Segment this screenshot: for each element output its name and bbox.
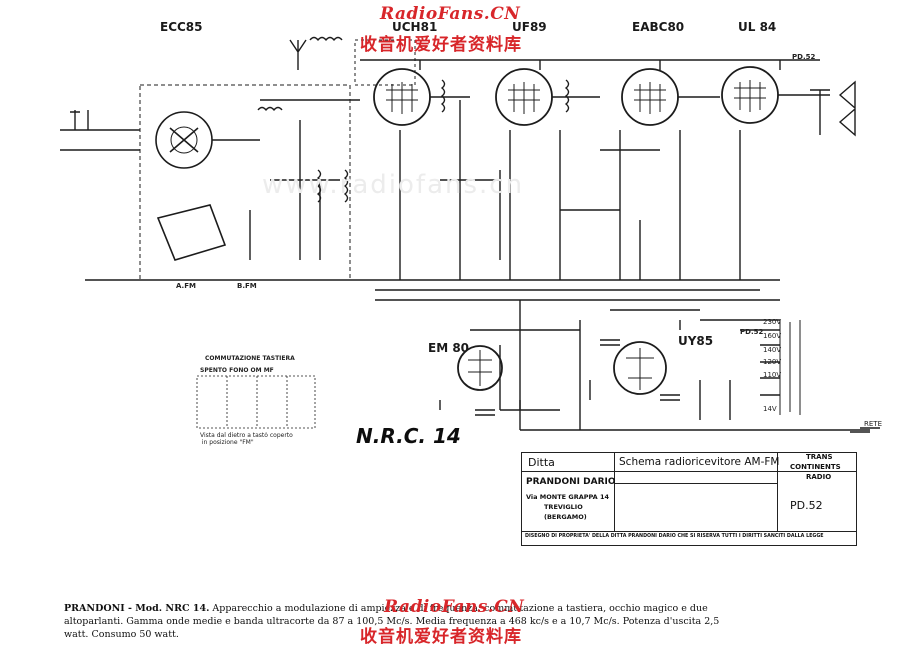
company-address-3: (BERGAMO) bbox=[544, 513, 587, 521]
watermark-top-cn: 收音机爱好者资料库 bbox=[360, 35, 522, 55]
voltage-tap-5: 110V bbox=[763, 371, 782, 379]
commutation-keys: SPENTO FONO OM MF bbox=[200, 367, 274, 374]
tube-label-ecc85: ECC85 bbox=[160, 20, 203, 34]
ground-rail bbox=[85, 279, 780, 301]
voltage-tap-6: 14V bbox=[763, 405, 777, 413]
label-afm: A.FM bbox=[176, 282, 196, 290]
company-name: PRANDONI DARIO bbox=[526, 477, 616, 487]
voltage-tap-2: 160V bbox=[763, 332, 782, 340]
trans-label: TRANS bbox=[806, 453, 833, 461]
voltage-tap-3: 140V bbox=[763, 346, 782, 354]
title-block: Ditta PRANDONI DARIO Via MONTE GRAPPA 14… bbox=[521, 452, 857, 546]
tube-label-ul84: UL 84 bbox=[738, 20, 777, 34]
watermark-bottom-cn: 收音机爱好者资料库 bbox=[360, 627, 522, 647]
tube-uy85-symbol bbox=[613, 341, 667, 395]
tube-em80-symbol bbox=[457, 345, 503, 391]
tube-uch81-symbol bbox=[373, 68, 431, 126]
watermark-bottom-en: RadioFans.CN bbox=[384, 597, 525, 617]
tube-ecc85-symbol bbox=[155, 111, 213, 169]
voltage-tap-1: 230V bbox=[763, 318, 782, 326]
label-rete: RETE bbox=[864, 420, 882, 428]
ownership-notice: DISEGNO DI PROPRIETA' DELLA DITTA PRANDO… bbox=[525, 534, 824, 539]
tube-ul84-symbol bbox=[721, 66, 779, 124]
company-address-1: Via MONTE GRAPPA 14 bbox=[526, 493, 610, 501]
schema-title: Schema radioricevitore AM-FM bbox=[619, 456, 780, 468]
commutation-note: Vista dal dietro a tastȯ coperto in pos… bbox=[200, 432, 293, 446]
tube-uf89-symbol bbox=[495, 68, 553, 126]
radio-label: RADIO bbox=[806, 473, 832, 481]
drawing-code: PD.52 bbox=[790, 499, 823, 512]
company-address-2: TREVIGLIO bbox=[544, 503, 583, 511]
ditta-label: Ditta bbox=[528, 456, 555, 469]
label-bfm: B.FM bbox=[237, 282, 257, 290]
tube-label-uf89: UF89 bbox=[512, 20, 547, 34]
ghost-watermark: www.radiofans.cn bbox=[262, 170, 525, 200]
tube-eabc80-symbol bbox=[621, 68, 679, 126]
caption-lead: PRANDONI - Mod. NRC 14. bbox=[64, 603, 210, 614]
label-pd52-top: PD.52 bbox=[792, 53, 816, 61]
rf-shield-box bbox=[139, 84, 351, 281]
continents-label: CONTINENTS bbox=[790, 463, 841, 471]
commutation-title: COMMUTAZIONE TASTIERA bbox=[205, 355, 295, 362]
caption: PRANDONI - Mod. NRC 14. Apparecchio a mo… bbox=[64, 602, 724, 641]
caption-text: Apparecchio a modulazione di ampiezza e … bbox=[64, 603, 720, 640]
tube-label-uy85: UY85 bbox=[678, 334, 714, 348]
tube-label-uch81: UCH81 bbox=[392, 20, 438, 34]
model-title: N.R.C. 14 bbox=[356, 424, 461, 448]
watermark-top-en: RadioFans.CN bbox=[380, 4, 521, 24]
label-pd52-power: PD.52 bbox=[740, 328, 764, 336]
tube-label-em80: EM 80 bbox=[428, 341, 470, 355]
voltage-tap-4: 120V bbox=[763, 358, 782, 366]
tube-label-eabc80: EABC80 bbox=[632, 20, 685, 34]
